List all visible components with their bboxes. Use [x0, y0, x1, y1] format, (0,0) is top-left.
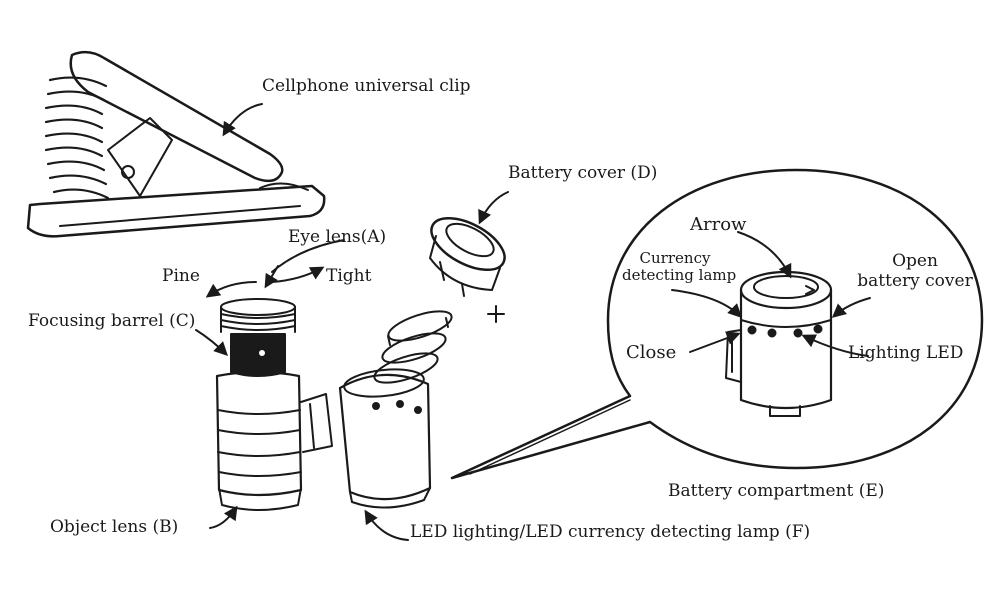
arrow-label: Arrow	[690, 214, 747, 235]
pine-arrow	[205, 281, 257, 298]
arrow-label-leader	[737, 231, 792, 279]
object-lens-label: Object lens (B)	[50, 517, 179, 537]
battery-cover-drawing	[429, 216, 506, 297]
currency-lamp-leader	[671, 289, 742, 318]
focusing-barrel-label: Focusing barrel (C)	[28, 311, 196, 331]
microscope-body-drawing	[215, 298, 333, 511]
tight-arrow	[271, 266, 325, 283]
lighting-led-leader	[801, 334, 869, 357]
eye-lens-label: Eye lens(A)	[288, 227, 387, 247]
close-label: Close	[626, 342, 677, 363]
battery-cover-label: Battery cover (D)	[508, 163, 658, 183]
open-cover-label-line1: Open	[892, 251, 938, 271]
focusing-barrel-arrow	[195, 329, 228, 356]
clip-arrow	[222, 103, 263, 137]
callout-bubble	[450, 168, 984, 480]
currency-lamp-label-line1: Currency	[639, 249, 711, 267]
currency-lamp-label-line2: detecting lamp	[622, 266, 737, 285]
eye-lens-arrow	[264, 265, 279, 289]
battery-compartment-drawing	[338, 310, 453, 509]
currency-lamp-label: Currency detecting lamp	[622, 249, 737, 285]
pine-label: Pine	[162, 266, 200, 286]
battery-compartment-label: Battery compartment (E)	[668, 481, 885, 501]
open-cover-leader	[831, 297, 871, 318]
clip-label: Cellphone universal clip	[262, 76, 471, 96]
battery-cover-arrow	[478, 191, 509, 225]
cellphone-clip-drawing	[26, 50, 326, 238]
led-lamp-label: LED lighting/LED currency detecting lamp…	[410, 522, 811, 542]
led-lamp-arrow	[364, 509, 409, 541]
close-leader	[689, 331, 741, 353]
callout-tail-inner	[469, 399, 631, 475]
battery-compartment-detail-drawing	[725, 270, 833, 417]
tight-label: Tight	[326, 266, 372, 286]
object-lens-arrow	[209, 505, 238, 529]
open-cover-label-line2: battery cover	[857, 270, 973, 291]
open-battery-cover-label: Open battery cover	[852, 251, 978, 291]
lighting-led-label: Lighting LED	[848, 343, 964, 363]
